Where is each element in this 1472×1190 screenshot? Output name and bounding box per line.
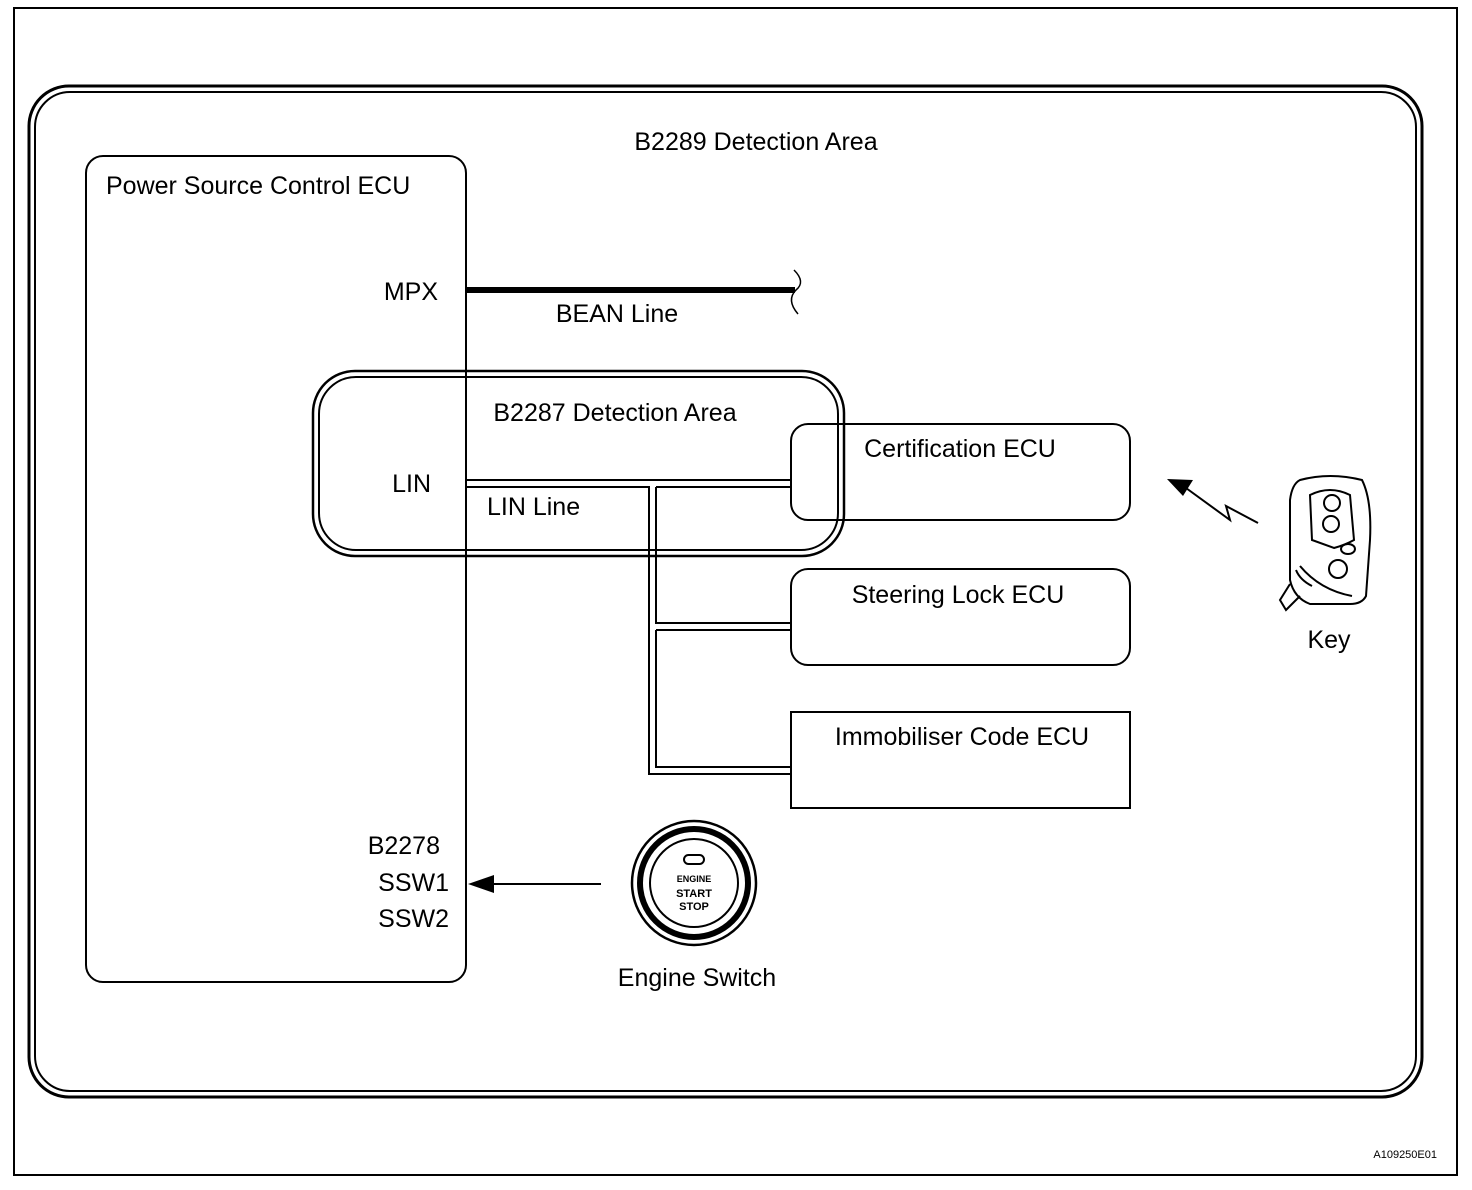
immobiliser-ecu-box — [790, 711, 1131, 809]
engine-switch-arrow — [468, 875, 601, 893]
pin-ssw1: SSW1 — [378, 869, 449, 897]
key-label: Key — [1307, 626, 1351, 654]
pin-b2278: B2278 — [368, 832, 440, 860]
immobiliser-ecu-label: Immobiliser Code ECU — [835, 723, 1089, 751]
steering-lock-ecu-label: Steering Lock ECU — [852, 581, 1065, 609]
engine-button-line1: ENGINE — [677, 874, 712, 884]
inner-detection-area — [311, 369, 846, 558]
lin-line — [466, 479, 791, 775]
pin-mpx: MPX — [384, 278, 439, 306]
engine-switch-icon — [630, 819, 758, 947]
wireless-signal-icon — [1167, 479, 1259, 524]
bean-line-label: BEAN Line — [556, 300, 678, 328]
engine-button-line3: STOP — [679, 901, 709, 913]
power-source-ecu-box — [85, 155, 467, 983]
outer-detection-area — [27, 84, 1424, 1099]
engine-switch-label: Engine Switch — [618, 964, 776, 992]
outer-area-label: B2289 Detection Area — [634, 128, 877, 156]
bean-line-break — [790, 269, 802, 315]
certification-ecu-label: Certification ECU — [864, 435, 1056, 463]
engine-button-line2: START — [676, 888, 712, 900]
key-fob-icon — [1278, 475, 1372, 612]
page-frame — [13, 7, 1458, 1176]
figure-id: A109250E01 — [1373, 1149, 1437, 1161]
certification-ecu-box — [790, 423, 1131, 521]
steering-lock-ecu-box — [790, 568, 1131, 666]
power-source-ecu-title: Power Source Control ECU — [106, 172, 410, 200]
pin-ssw2: SSW2 — [378, 905, 449, 933]
pin-lin: LIN — [392, 470, 431, 498]
lin-line-label: LIN Line — [487, 493, 580, 521]
inner-area-label: B2287 Detection Area — [493, 399, 736, 427]
